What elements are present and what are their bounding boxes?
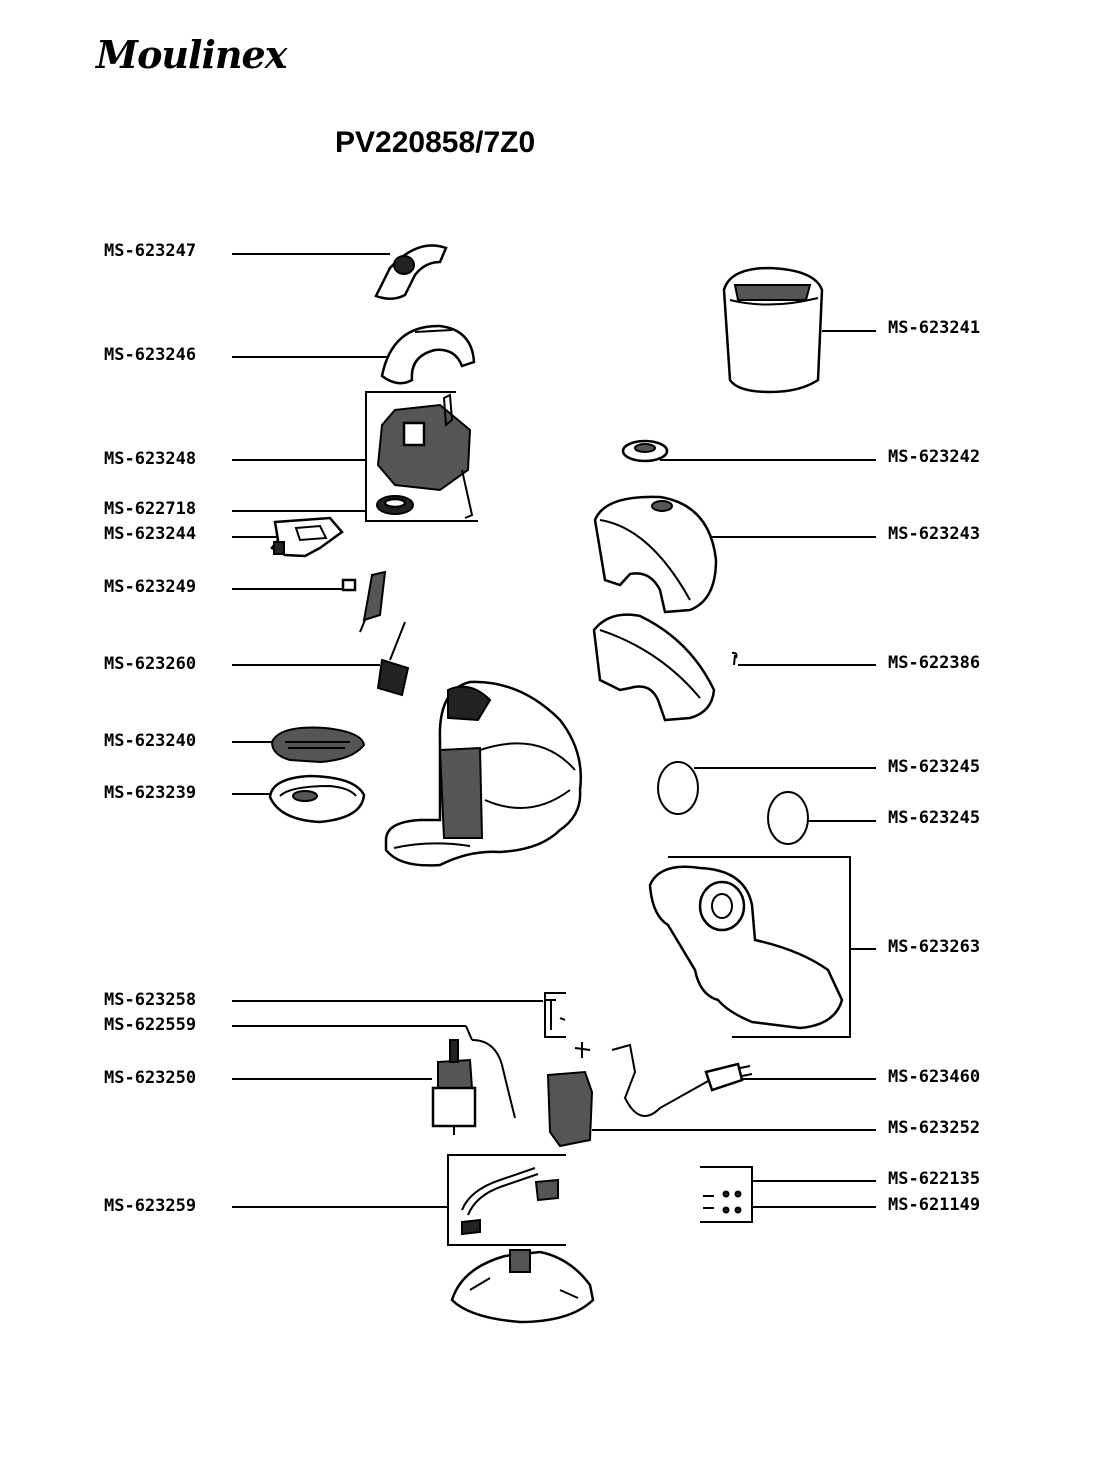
- part-label: MS-623245: [888, 808, 981, 828]
- side-housing-part: [592, 613, 738, 722]
- part-label: MS-623258: [104, 990, 197, 1010]
- part-label: MS-622135: [888, 1169, 981, 1189]
- leader-lines-left: [232, 253, 543, 1208]
- thermoblock-part: [546, 1042, 594, 1148]
- hose-part: [461, 1167, 559, 1236]
- water-tank-part: [722, 266, 824, 394]
- drip-grid-part: [270, 726, 366, 764]
- part-label: MS-623245: [888, 757, 981, 777]
- part-label: MS-623242: [888, 447, 981, 467]
- part-label: MS-623259: [104, 1196, 197, 1216]
- gasket-part: [376, 495, 414, 515]
- part-label: MS-622559: [104, 1015, 197, 1035]
- machine-body-part: [384, 680, 582, 867]
- seal-ring-part: [657, 761, 809, 845]
- pump-part: [431, 1039, 477, 1135]
- part-label: MS-623460: [888, 1067, 981, 1087]
- heating-comb-part: [376, 621, 410, 697]
- screw-set-part: [703, 1190, 742, 1214]
- power-cord-part: [611, 1043, 753, 1117]
- part-label: MS-623263: [888, 937, 981, 957]
- tube-part: [471, 1039, 516, 1119]
- upper-housing-part: [593, 495, 718, 614]
- part-label: MS-623247: [104, 241, 197, 261]
- drip-tray-part: [268, 774, 366, 824]
- part-label: MS-623244: [104, 524, 197, 544]
- part-label: MS-623239: [104, 783, 197, 803]
- capsule-holder-part: [270, 516, 344, 558]
- brand-logo: Moulinex: [96, 32, 287, 77]
- part-label: MS-623246: [104, 345, 197, 365]
- part-label: MS-622386: [888, 653, 981, 673]
- model-number: PV220858/7Z0: [335, 126, 536, 159]
- clip-part: [341, 570, 387, 633]
- tank-cap-part: [621, 439, 669, 463]
- front-shell-part: [648, 865, 844, 1030]
- top-cover-part: [380, 324, 476, 385]
- part-label: MS-621149: [888, 1195, 981, 1215]
- part-label: MS-623249: [104, 577, 197, 597]
- brew-unit-part: [376, 393, 474, 519]
- group-brackets: [365, 391, 851, 1246]
- part-label: MS-623250: [104, 1068, 197, 1088]
- screw-part: [546, 999, 566, 1030]
- part-label: MS-623243: [888, 524, 981, 544]
- base-plate-part: [450, 1249, 595, 1324]
- part-label: MS-623252: [888, 1118, 981, 1138]
- part-label: MS-623241: [888, 318, 981, 338]
- lid-button-part: [374, 244, 448, 300]
- leader-lines-right: [592, 330, 876, 1208]
- part-label: MS-623260: [104, 654, 197, 674]
- part-label: MS-622718: [104, 499, 197, 519]
- part-label: MS-623240: [104, 731, 197, 751]
- part-label: MS-623248: [104, 449, 197, 469]
